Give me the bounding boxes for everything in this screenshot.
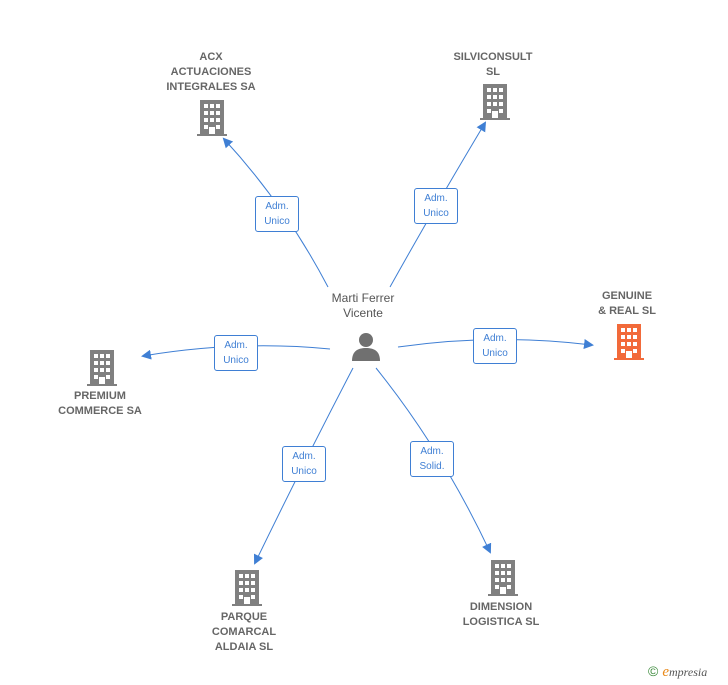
relation-label[interactable]: Adm. Unico <box>414 188 458 224</box>
company-name-line: PREMIUM <box>74 390 126 402</box>
company-label-acx[interactable]: ACX ACTUACIONES INTEGRALES SA <box>150 50 272 95</box>
brand-footer[interactable]: ©empresia <box>648 663 707 683</box>
building-icon[interactable] <box>488 560 518 596</box>
company-label-parque[interactable]: PARQUE COMARCAL ALDAIA SL <box>194 610 294 655</box>
person-icon[interactable] <box>351 331 381 361</box>
person-name-line: Marti Ferrer <box>331 291 395 305</box>
building-icon[interactable] <box>480 84 510 120</box>
person-name-line: Vicente <box>343 306 383 320</box>
relation-label[interactable]: Adm. Solid. <box>410 441 454 477</box>
company-name-line: DIMENSION <box>469 601 533 613</box>
company-label-genuine[interactable]: GENUINE & REAL SL <box>577 289 677 319</box>
company-name-line: GENUINE <box>601 290 653 302</box>
company-name-line: COMARCAL <box>211 626 277 638</box>
company-name-line: & REAL SL <box>598 305 656 317</box>
company-label-silviconsult[interactable]: SILVICONSULT SL <box>435 50 551 80</box>
company-name-line: ACX <box>199 51 223 63</box>
building-icon[interactable] <box>87 350 117 386</box>
company-label-premium[interactable]: PREMIUM COMMERCE SA <box>45 389 155 419</box>
company-name-line: ACTUACIONES <box>170 66 252 78</box>
company-name-line: SL <box>485 66 501 78</box>
building-icon[interactable] <box>614 324 644 360</box>
building-icon[interactable] <box>232 570 262 606</box>
company-name-line: LOGISTICA SL <box>462 616 540 628</box>
company-name-line: ALDAIA SL <box>214 641 274 653</box>
person-name[interactable]: Marti Ferrer Vicente <box>313 291 413 321</box>
relation-label[interactable]: Adm. Unico <box>473 328 517 364</box>
brand-logo-initial: e <box>662 664 669 680</box>
copyright-symbol: © <box>648 663 659 679</box>
building-icon[interactable] <box>197 100 227 136</box>
relation-label[interactable]: Adm. Unico <box>214 335 258 371</box>
company-name-line: COMMERCE SA <box>58 405 142 417</box>
brand-logo-text: mpresia <box>669 665 708 679</box>
company-name-line: INTEGRALES SA <box>166 81 256 93</box>
company-name-line: SILVICONSULT <box>453 51 533 63</box>
relation-label[interactable]: Adm. Unico <box>282 446 326 482</box>
relation-label[interactable]: Adm. Unico <box>255 196 299 232</box>
company-label-dimension[interactable]: DIMENSION LOGISTICA SL <box>445 600 557 630</box>
company-name-line: PARQUE <box>220 611 268 623</box>
